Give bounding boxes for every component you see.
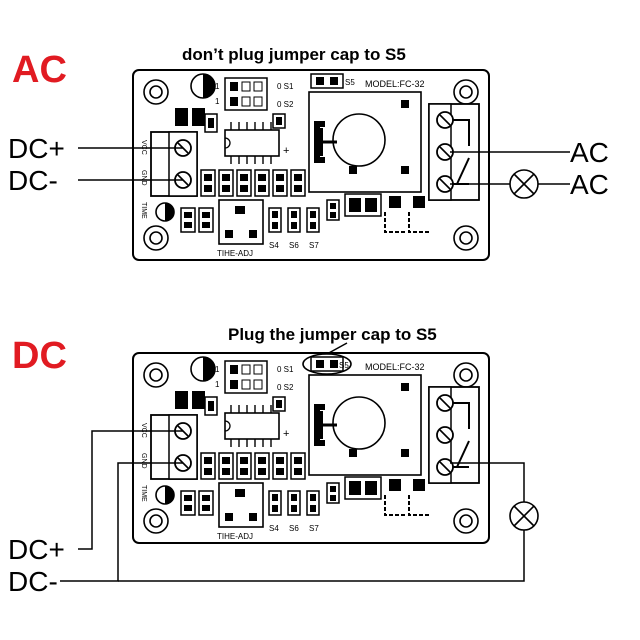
s5-label: S5 (339, 361, 349, 370)
tihe-adj-label: TIHE-ADJ (217, 532, 253, 541)
gnd-label: GND (140, 453, 147, 469)
time-label: TIME (140, 485, 147, 502)
pin1-label-a: 1 (215, 365, 220, 374)
relay-board-ac: MODEL:FC-32 S5 0 S1 0 S2 1 1 + S4 S6 S7 … (133, 70, 489, 260)
section-title-dc: DC (12, 335, 67, 377)
plus-label: + (283, 145, 289, 157)
label-ac-2: AC (570, 169, 609, 200)
s2-label: 0 S2 (277, 100, 294, 109)
s7-label: S7 (309, 241, 319, 250)
label-dc-minus-ac: DC- (8, 165, 58, 196)
s2-label: 0 S2 (277, 383, 294, 392)
gnd-label: GND (140, 170, 147, 186)
s4-label: S4 (269, 524, 279, 533)
label-dc-plus-ac: DC+ (8, 133, 65, 164)
caption-dc: Plug the jumper cap to S5 (228, 325, 437, 344)
relay-board-dc: MODEL:FC-32 S5 0 S1 0 S2 1 1 + S4 S6 S7 … (133, 342, 489, 543)
tihe-adj-label: TIHE-ADJ (217, 249, 253, 258)
s1-label: 0 S1 (277, 365, 294, 374)
s6-label: S6 (289, 524, 299, 533)
model-label: MODEL:FC-32 (365, 79, 425, 89)
pin1-label-b: 1 (215, 97, 220, 106)
caption-ac: don’t plug jumper cap to S5 (182, 45, 406, 64)
lamp-icon (509, 501, 539, 531)
section-dc: DC Plug the jumper cap to S5 MODEL:FC-32… (8, 325, 539, 597)
label-ac-1: AC (570, 137, 609, 168)
pin1-label-a: 1 (215, 82, 220, 91)
s1-label: 0 S1 (277, 82, 294, 91)
section-ac: AC don’t plug jumper cap to S5 MODEL:FC-… (8, 45, 609, 260)
lamp-icon (509, 169, 539, 199)
label-dc-minus-dc: DC- (8, 566, 58, 597)
s4-label: S4 (269, 241, 279, 250)
model-label: MODEL:FC-32 (365, 362, 425, 372)
plus-label: + (283, 428, 289, 440)
s6-label: S6 (289, 241, 299, 250)
s5-label: S5 (345, 78, 355, 87)
time-label: TIME (140, 202, 147, 219)
label-dc-plus-dc: DC+ (8, 534, 65, 565)
pin1-label-b: 1 (215, 380, 220, 389)
dc-wiring (60, 430, 525, 582)
section-title-ac: AC (12, 49, 67, 91)
s7-label: S7 (309, 524, 319, 533)
